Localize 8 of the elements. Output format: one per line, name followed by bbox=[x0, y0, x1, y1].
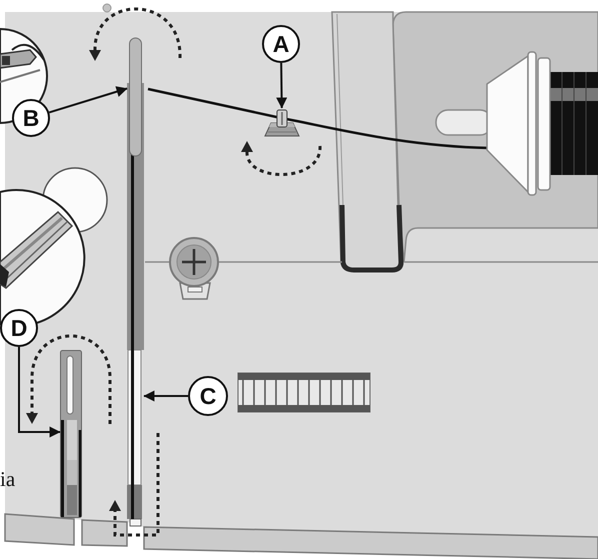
leader-arrow bbox=[276, 62, 288, 109]
leader-arrow bbox=[18, 347, 61, 438]
thread-guide bbox=[264, 108, 300, 137]
take-up-lever bbox=[127, 37, 144, 527]
leader-arrow bbox=[143, 390, 188, 402]
leader-arrow bbox=[48, 86, 128, 114]
needle-thread-guide bbox=[60, 350, 82, 518]
text-fragment: ia bbox=[0, 468, 16, 492]
